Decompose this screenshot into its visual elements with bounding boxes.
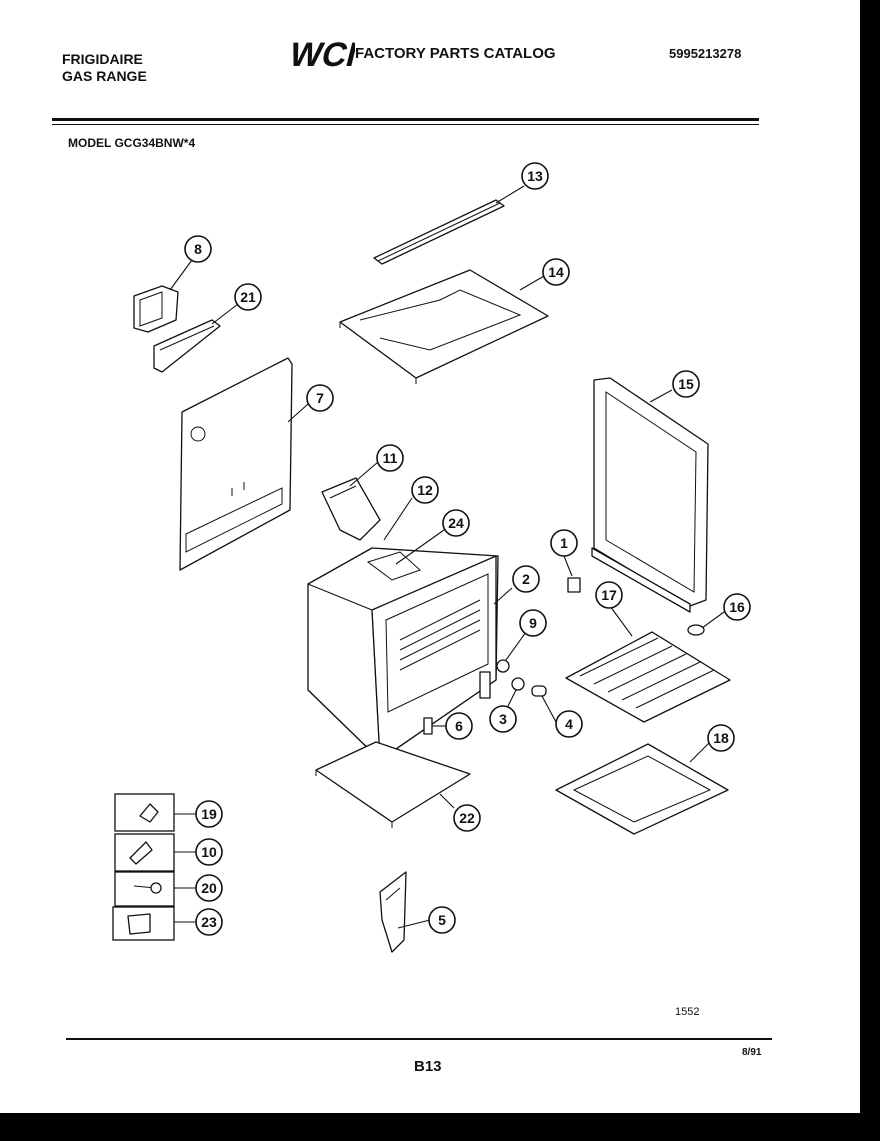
svg-text:20: 20 [201,880,217,896]
callout-17: 17 [595,581,623,609]
part-23-plate [127,913,151,935]
part-13-rail [373,199,505,265]
svg-text:15: 15 [678,376,694,392]
callout-2: 2 [512,565,540,593]
svg-text:22: 22 [459,810,475,826]
part-5-igniter-bracket [379,871,407,953]
svg-text:9: 9 [529,615,537,631]
part-11-bracket [321,477,381,541]
callout-21: 21 [234,283,262,311]
svg-text:6: 6 [455,718,463,734]
callout-23: 23 [195,908,223,936]
footer-rule [66,1038,772,1040]
callout-12: 12 [411,476,439,504]
svg-text:23: 23 [201,914,217,930]
svg-text:14: 14 [548,264,564,280]
svg-text:16: 16 [729,599,745,615]
svg-text:5: 5 [438,912,446,928]
header-rule-thick [52,118,759,121]
callout-20: 20 [195,874,223,902]
part-14-top-panel [339,269,549,384]
part-16-grommet [687,624,705,636]
callout-9: 9 [519,609,547,637]
part-4-stem [531,685,547,697]
svg-text:24: 24 [448,515,464,531]
svg-text:7: 7 [316,390,324,406]
part-22-bottom-panel [315,741,471,828]
svg-text:17: 17 [601,587,617,603]
part-17-oven-rack [565,631,731,723]
part-6-leg [423,717,433,735]
catalog-title: FACTORY PARTS CATALOG [355,45,556,62]
header-rule-thin [52,124,759,125]
svg-text:2: 2 [522,571,530,587]
leader-lines [169,185,725,929]
svg-text:19: 19 [201,806,217,822]
part-10-bracket [129,841,153,865]
svg-text:18: 18 [713,730,729,746]
part-7-back-panel [179,357,293,571]
model-number: MODEL GCG34BNW*4 [68,136,196,150]
callout-11: 11 [376,444,404,472]
part-15-side-panel [591,377,709,613]
callout-6: 6 [445,712,473,740]
part-21-vent-trim [153,319,221,373]
part-8-vent-box [133,285,179,333]
callout-15: 15 [672,370,700,398]
svg-text:12: 12 [417,482,433,498]
svg-text:13: 13 [527,168,543,184]
callout-10: 10 [195,838,223,866]
part-20-screw [133,882,162,894]
part-3-knob [511,677,525,691]
callout-7: 7 [306,384,334,412]
callout-13: 13 [521,162,549,190]
diagram-code: 1552 [675,1006,700,1018]
callout-19: 19 [195,800,223,828]
svg-text:21: 21 [240,289,256,305]
part-19-clip [139,803,159,823]
callout-5: 5 [428,906,456,934]
brand-block: FRIGIDAIRE GAS RANGE [62,51,147,85]
callout-16: 16 [723,593,751,621]
brand-name: FRIGIDAIRE [62,51,143,67]
svg-text:11: 11 [383,450,398,466]
product-type: GAS RANGE [62,68,147,84]
svg-text:4: 4 [565,716,573,732]
wci-logo: WCI [286,36,355,72]
catalog-number: 5995213278 [669,46,742,61]
callout-22: 22 [453,804,481,832]
callout-3: 3 [489,705,517,733]
callout-4: 4 [555,710,583,738]
svg-text:3: 3 [499,711,507,727]
callout-18: 18 [707,724,735,752]
callout-8: 8 [184,235,212,263]
callout-14: 14 [542,258,570,286]
wci-logo-text: WCI [286,36,355,72]
callout-1: 1 [550,529,578,557]
svg-text:1: 1 [560,535,568,551]
page-date: 8/91 [742,1047,762,1058]
callout-24: 24 [442,509,470,537]
part-1-clip [567,577,581,593]
page-number: B13 [414,1058,442,1075]
part-9-nut [496,659,510,673]
svg-text:8: 8 [194,241,202,257]
svg-text:10: 10 [201,844,217,860]
part-18-broiler-pan [555,743,729,835]
